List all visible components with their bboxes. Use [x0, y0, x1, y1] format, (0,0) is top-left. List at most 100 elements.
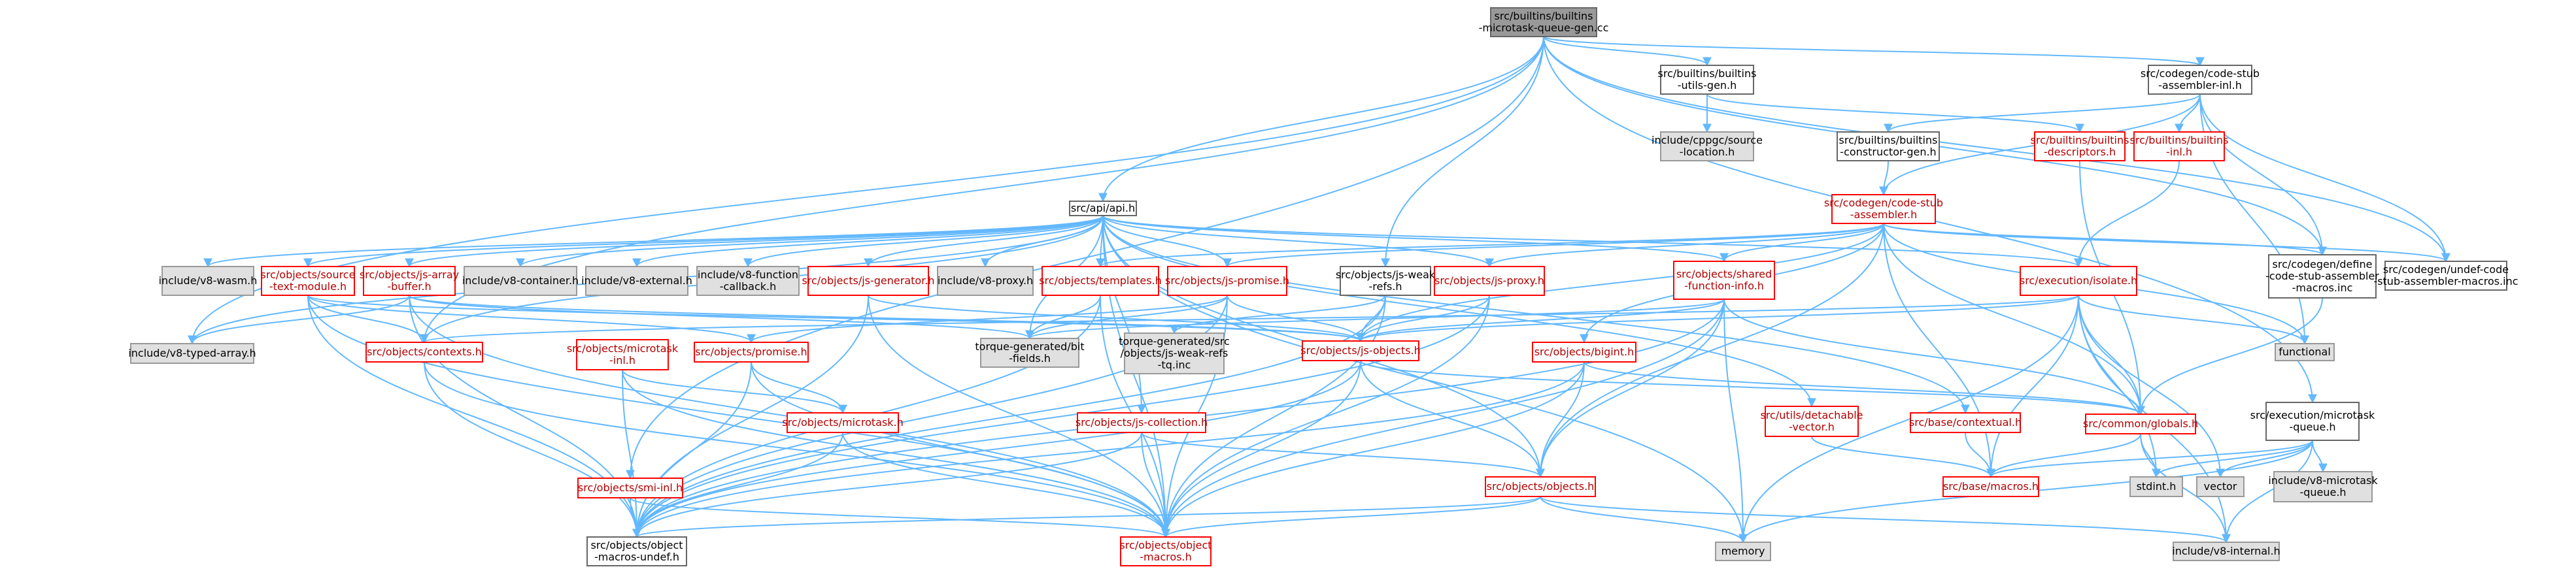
- edge-api-api-h-to-js-generator-h: [864, 215, 1104, 268]
- node-code-stub-assembler-inl-h[interactable]: src/codegen/code-stub-assembler-inl.h: [2141, 65, 2260, 95]
- edge-promise-h-to-microtask-h: [751, 361, 847, 414]
- node-js-weak-refs-tq-inc[interactable]: torque-generated/src/objects/js-weak-ref…: [1119, 333, 1230, 374]
- node-v8-function-callback-h[interactable]: include/v8-function-callback.h: [696, 266, 800, 296]
- node-v8-internal-h[interactable]: include/v8-internal.h: [2172, 542, 2280, 561]
- edge-microtask-inl-h-to-microtask-h: [622, 369, 847, 414]
- node-label: include/v8-wasm.h: [159, 274, 258, 287]
- edge-js-collection-h-to-objects-h: [1141, 432, 1545, 478]
- node-vector[interactable]: vector: [2196, 476, 2245, 497]
- node-js-objects-h[interactable]: src/objects/js-objects.h: [1300, 340, 1421, 361]
- node-api-api-h[interactable]: src/api/api.h: [1069, 201, 1137, 216]
- node-define-code-stub-assembler-macros-inc[interactable]: src/codegen/define-code-stub-assembler-m…: [2265, 254, 2379, 299]
- node-macros-h[interactable]: src/base/macros.h: [1942, 476, 2039, 497]
- edge-js-array-buffer-h-to-v8-typed-array-h: [188, 295, 410, 345]
- edge-js-objects-h-to-objects-h: [1360, 360, 1545, 478]
- node-templates-h[interactable]: src/objects/templates.h: [1039, 266, 1162, 296]
- node-v8-container-h[interactable]: include/v8-container.h: [462, 266, 579, 296]
- node-bigint-h[interactable]: src/objects/bigint.h: [1532, 342, 1636, 363]
- node-builtins-utils-gen-h[interactable]: src/builtins/builtins-utils-gen.h: [1658, 65, 1757, 95]
- node-object-macros-h[interactable]: src/objects/object-macros.h: [1119, 536, 1212, 566]
- edge-isolate-h-to-contexts-h: [420, 295, 2079, 344]
- edge-smi-inl-h-to-object-macros-h: [630, 497, 1170, 538]
- node-label: include/v8-microtask: [2268, 474, 2378, 487]
- node-label: stdint.h: [2137, 480, 2177, 493]
- node-memory[interactable]: memory: [1715, 542, 1771, 561]
- node-label: src/objects/objects.h: [1487, 480, 1595, 493]
- node-label: -inl.h: [2166, 146, 2192, 158]
- node-box: [2268, 254, 2377, 299]
- edge-root-to-js-weak-refs-h: [1381, 36, 1544, 268]
- node-builtins-constructor-gen-h[interactable]: src/builtins/builtins-constructor-gen.h: [1837, 131, 1940, 161]
- edge-js-weak-refs-h-to-object-macros-h: [1161, 295, 1386, 538]
- node-stdint-h[interactable]: stdint.h: [2129, 476, 2183, 497]
- node-label: -queue.h: [2299, 486, 2346, 498]
- node-v8-proxy-h[interactable]: include/v8-proxy.h: [937, 266, 1034, 296]
- node-label: -refs.h: [1368, 280, 1402, 293]
- node-source-text-module-h[interactable]: src/objects/source-text-module.h: [261, 266, 356, 296]
- edge-microtask-h-to-object-macros-h: [842, 432, 1170, 538]
- node-label: include/v8-proxy.h: [938, 274, 1033, 287]
- edge-contexts-h-to-object-macros-h: [424, 361, 1170, 538]
- node-v8-external-h[interactable]: include/v8-external.h: [581, 266, 692, 296]
- edge-api-api-h-to-js-collection-h: [1102, 215, 1146, 414]
- node-label: include/v8-typed-array.h: [128, 347, 256, 359]
- node-box: [161, 266, 254, 296]
- node-box: [807, 266, 929, 296]
- node-object-macros-undef-h[interactable]: src/objects/object-macros-undef.h: [586, 536, 687, 566]
- edge-microtask-queue-h-to-stdint-h: [2152, 440, 2313, 478]
- node-box: [2148, 65, 2252, 95]
- node-smi-inl-h[interactable]: src/objects/smi-inl.h: [577, 478, 683, 498]
- node-js-generator-h[interactable]: src/objects/js-generator.h: [802, 266, 935, 296]
- edge-code-stub-assembler-h-to-undef-code-stub-assembler-macros-inc: [1883, 223, 2450, 263]
- node-box: [1077, 412, 1206, 433]
- node-v8-wasm-h[interactable]: include/v8-wasm.h: [159, 266, 258, 296]
- node-shared-function-info-h[interactable]: src/objects/shared-function-info.h: [1673, 261, 1775, 300]
- node-objects-h[interactable]: src/objects/objects.h: [1485, 476, 1596, 497]
- node-label: src/objects/js-promise.h: [1165, 274, 1289, 287]
- edge-builtins-constructor-gen-h-to-code-stub-assembler-h: [1879, 160, 1889, 196]
- node-v8-typed-array-h[interactable]: include/v8-typed-array.h: [128, 343, 256, 364]
- node-code-stub-assembler-h[interactable]: src/codegen/code-stub-assembler.h: [1824, 194, 1943, 224]
- node-microtask-queue-h[interactable]: src/execution/microtask-queue.h: [2250, 402, 2375, 441]
- node-bit-fields-h[interactable]: torque-generated/bit-fields.h: [975, 338, 1085, 368]
- node-js-array-buffer-h[interactable]: src/objects/js-array-buffer.h: [360, 266, 459, 296]
- node-box: [363, 266, 456, 296]
- node-js-collection-h[interactable]: src/objects/js-collection.h: [1076, 412, 1208, 433]
- node-builtins-inl-h[interactable]: src/builtins/builtins-inl.h: [2130, 131, 2229, 161]
- node-label: src/objects/source: [261, 268, 356, 281]
- node-globals-h[interactable]: src/common/globals.h: [2083, 414, 2198, 434]
- node-box: [1302, 340, 1419, 361]
- node-functional[interactable]: functional: [2275, 343, 2335, 361]
- edge-code-stub-assembler-h-to-js-promise-h: [1223, 223, 1884, 268]
- node-builtins-descriptors-h[interactable]: src/builtins/builtins-descriptors.h: [2031, 131, 2129, 161]
- node-microtask-h[interactable]: src/objects/microtask.h: [782, 412, 904, 433]
- node-box: [2020, 266, 2137, 296]
- edge-shared-function-info-h-to-object-macros-h: [1161, 299, 1725, 538]
- node-undef-code-stub-assembler-macros-inc[interactable]: src/codegen/undef-code-stub-assembler-ma…: [2373, 261, 2518, 291]
- node-contexts-h[interactable]: src/objects/contexts.h: [365, 342, 483, 363]
- node-promise-h[interactable]: src/objects/promise.h: [694, 342, 809, 363]
- edge-js-promise-h-to-promise-h: [747, 295, 1228, 344]
- node-js-promise-h[interactable]: src/objects/js-promise.h: [1165, 266, 1289, 296]
- node-label: src/objects/object: [590, 539, 683, 551]
- node-label: torque-generated/bit: [975, 340, 1084, 353]
- node-label: -function-info.h: [1684, 280, 1764, 292]
- edge-api-api-h-to-shared-function-info-h: [1102, 215, 1729, 263]
- node-js-proxy-h[interactable]: src/objects/js-proxy.h: [1434, 266, 1545, 296]
- node-v8-microtask-queue-h[interactable]: include/v8-microtask-queue.h: [2268, 471, 2378, 502]
- node-detachable-vector-h[interactable]: src/utils/detachable-vector.h: [1760, 406, 1863, 437]
- node-label: src/execution/isolate.h: [2020, 274, 2137, 287]
- node-isolate-h[interactable]: src/execution/isolate.h: [2020, 266, 2137, 296]
- node-box: [2275, 343, 2335, 361]
- edge-objects-h-to-v8-internal-h: [1540, 496, 2231, 544]
- node-contextual-h[interactable]: src/base/contextual.h: [1909, 412, 2022, 433]
- node-js-weak-refs-h[interactable]: src/objects/js-weak-refs.h: [1336, 266, 1436, 296]
- node-microtask-inl-h[interactable]: src/objects/microtask-inl.h: [567, 339, 679, 370]
- node-label: -utils-gen.h: [1678, 79, 1737, 91]
- node-label: -code-stub-assembler: [2265, 270, 2379, 282]
- edge-root-to-undef-code-stub-assembler-macros-inc: [1543, 36, 2450, 263]
- node-root[interactable]: src/builtins/builtins-microtask-queue-ge…: [1479, 7, 1609, 37]
- node-cppgc-source-location-h[interactable]: include/cppgc/source-location.h: [1652, 131, 1763, 161]
- node-box: [1069, 201, 1137, 216]
- edge-code-stub-assembler-inl-h-to-define-code-stub-assembler-macros-inc: [2199, 93, 2327, 256]
